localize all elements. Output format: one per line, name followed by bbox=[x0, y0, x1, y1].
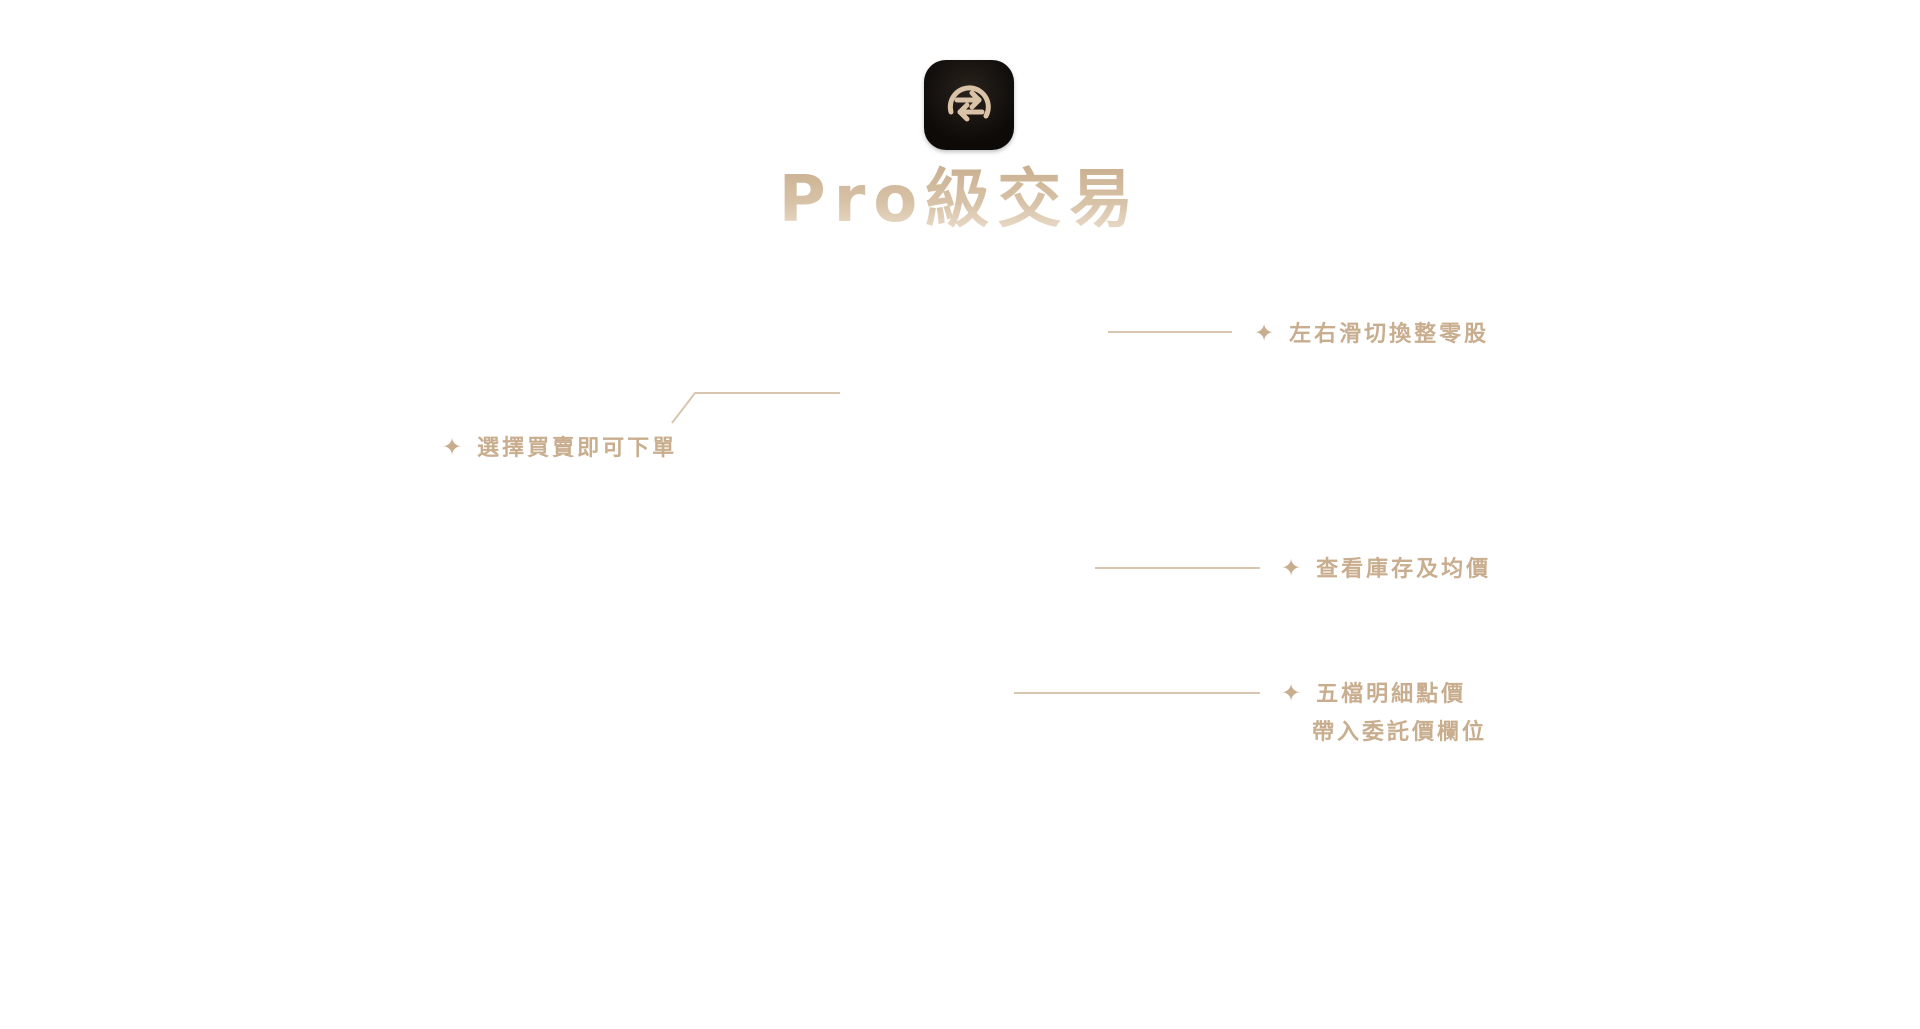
app-icon bbox=[924, 60, 1014, 150]
sparkle-icon: ✦ bbox=[1281, 679, 1305, 707]
feature-buy-sell: ✦ 選擇買賣即可下單 bbox=[442, 428, 677, 468]
feature-buy-sell-text: 選擇買賣即可下單 bbox=[477, 436, 678, 461]
feature-five-levels-line2: 帶入委託價欄位 bbox=[1312, 720, 1488, 745]
feature-five-levels-line1: 五檔明細點價 bbox=[1316, 682, 1467, 707]
feature-inventory: ✦ 查看庫存及均價 bbox=[1281, 549, 1491, 589]
feature-swap-shares: ✦ 左右滑切換整零股 bbox=[1254, 314, 1489, 354]
sparkle-icon: ✦ bbox=[1281, 554, 1305, 582]
swap-arrows-icon bbox=[947, 85, 991, 122]
sparkle-icon: ✦ bbox=[442, 433, 466, 461]
feature-inventory-text: 查看庫存及均價 bbox=[1316, 557, 1492, 582]
feature-five-levels: ✦ 五檔明細點價 帶入委託價欄位 bbox=[1281, 674, 1487, 752]
sparkle-icon: ✦ bbox=[1254, 319, 1278, 347]
feature-swap-shares-text: 左右滑切換整零股 bbox=[1289, 322, 1490, 347]
page-title: Pro級交易 bbox=[0, 160, 1920, 240]
callout-line-buy-sell bbox=[671, 392, 840, 424]
page-title-text: Pro級交易 bbox=[778, 163, 1142, 237]
